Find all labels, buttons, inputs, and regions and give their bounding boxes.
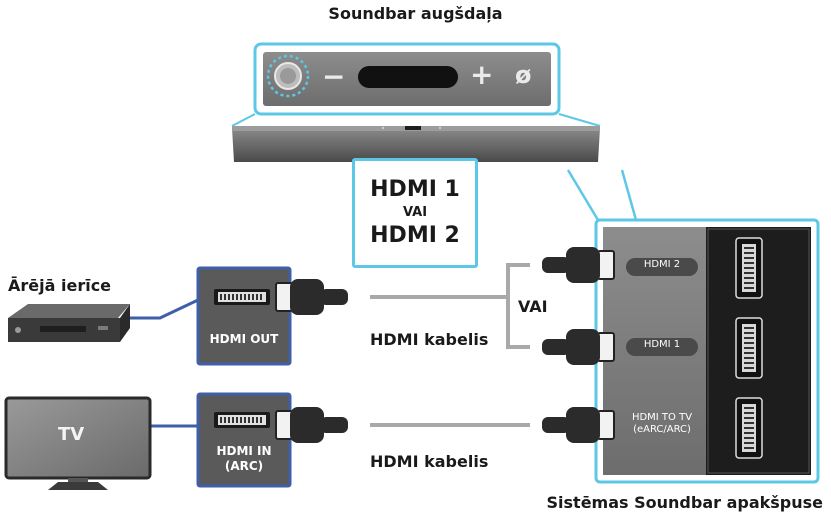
volume-down-button[interactable]: −: [322, 60, 346, 93]
soundbar-socket-hdmi-to-tv: [735, 397, 763, 459]
soundbar-port-hdmi-to-tv-label: HDMI TO TV (eARC/ARC): [622, 412, 702, 436]
hdmi-in-label-line2: (ARC): [224, 459, 264, 473]
hdmi-plug-soundbar-2: [541, 246, 615, 284]
hdmi-out-label: HDMI OUT: [209, 332, 279, 346]
soundbar-socket-hdmi2: [735, 237, 763, 299]
hdmi-in-label-line1: HDMI IN: [216, 444, 272, 458]
external-pointer-line: [130, 298, 199, 320]
hdmi-out-port-box: [196, 266, 292, 366]
hdmi-plug-soundbar-tv: [541, 406, 615, 444]
soundbar: [232, 126, 600, 162]
callout-hdmi1-label: HDMI 1: [370, 177, 460, 202]
port-pill-hdmi1: [626, 338, 698, 356]
callout-or-label: VAI: [402, 205, 428, 220]
external-device-label: Ārējā ierīce: [8, 276, 112, 295]
cable-label-1: HDMI kabelis: [370, 330, 489, 349]
cable-external-to-soundbar: [370, 263, 530, 349]
external-device-box: [8, 304, 130, 342]
hdmi-to-tv-line2: (eARC/ARC): [633, 424, 691, 435]
cable-or-label: VAI: [518, 297, 548, 316]
volume-up-button[interactable]: +: [470, 58, 494, 91]
hdmi-plug-tv: [275, 406, 349, 444]
soundbar-top-title: Soundbar augšdaļa: [328, 4, 503, 23]
volume-slider[interactable]: [358, 66, 458, 88]
soundbar-bottom-title: Sistēmas Soundbar apakšpuse: [546, 493, 823, 512]
mic-off-button[interactable]: ø: [515, 61, 532, 89]
tv-device: [4, 396, 152, 490]
hdmi-to-tv-line1: HDMI TO TV: [631, 412, 693, 423]
hdmi-plug-soundbar-1: [541, 328, 615, 366]
soundbar-socket-hdmi1: [735, 317, 763, 379]
hdmi-in-label: HDMI IN (ARC): [198, 444, 290, 474]
power-button[interactable]: [266, 54, 310, 98]
tv-label: TV: [58, 424, 85, 445]
port-pill-hdmi2: [626, 258, 698, 276]
cable-label-2: HDMI kabelis: [370, 452, 489, 471]
callout-hdmi2-label: HDMI 2: [370, 223, 460, 248]
hdmi-plug-external: [275, 278, 349, 316]
soundbar-port-hdmi1-label: HDMI 1: [643, 339, 681, 350]
soundbar-port-hdmi2-label: HDMI 2: [643, 259, 681, 270]
hdmi-port-callout: HDMI 1 VAI HDMI 2: [352, 158, 478, 268]
